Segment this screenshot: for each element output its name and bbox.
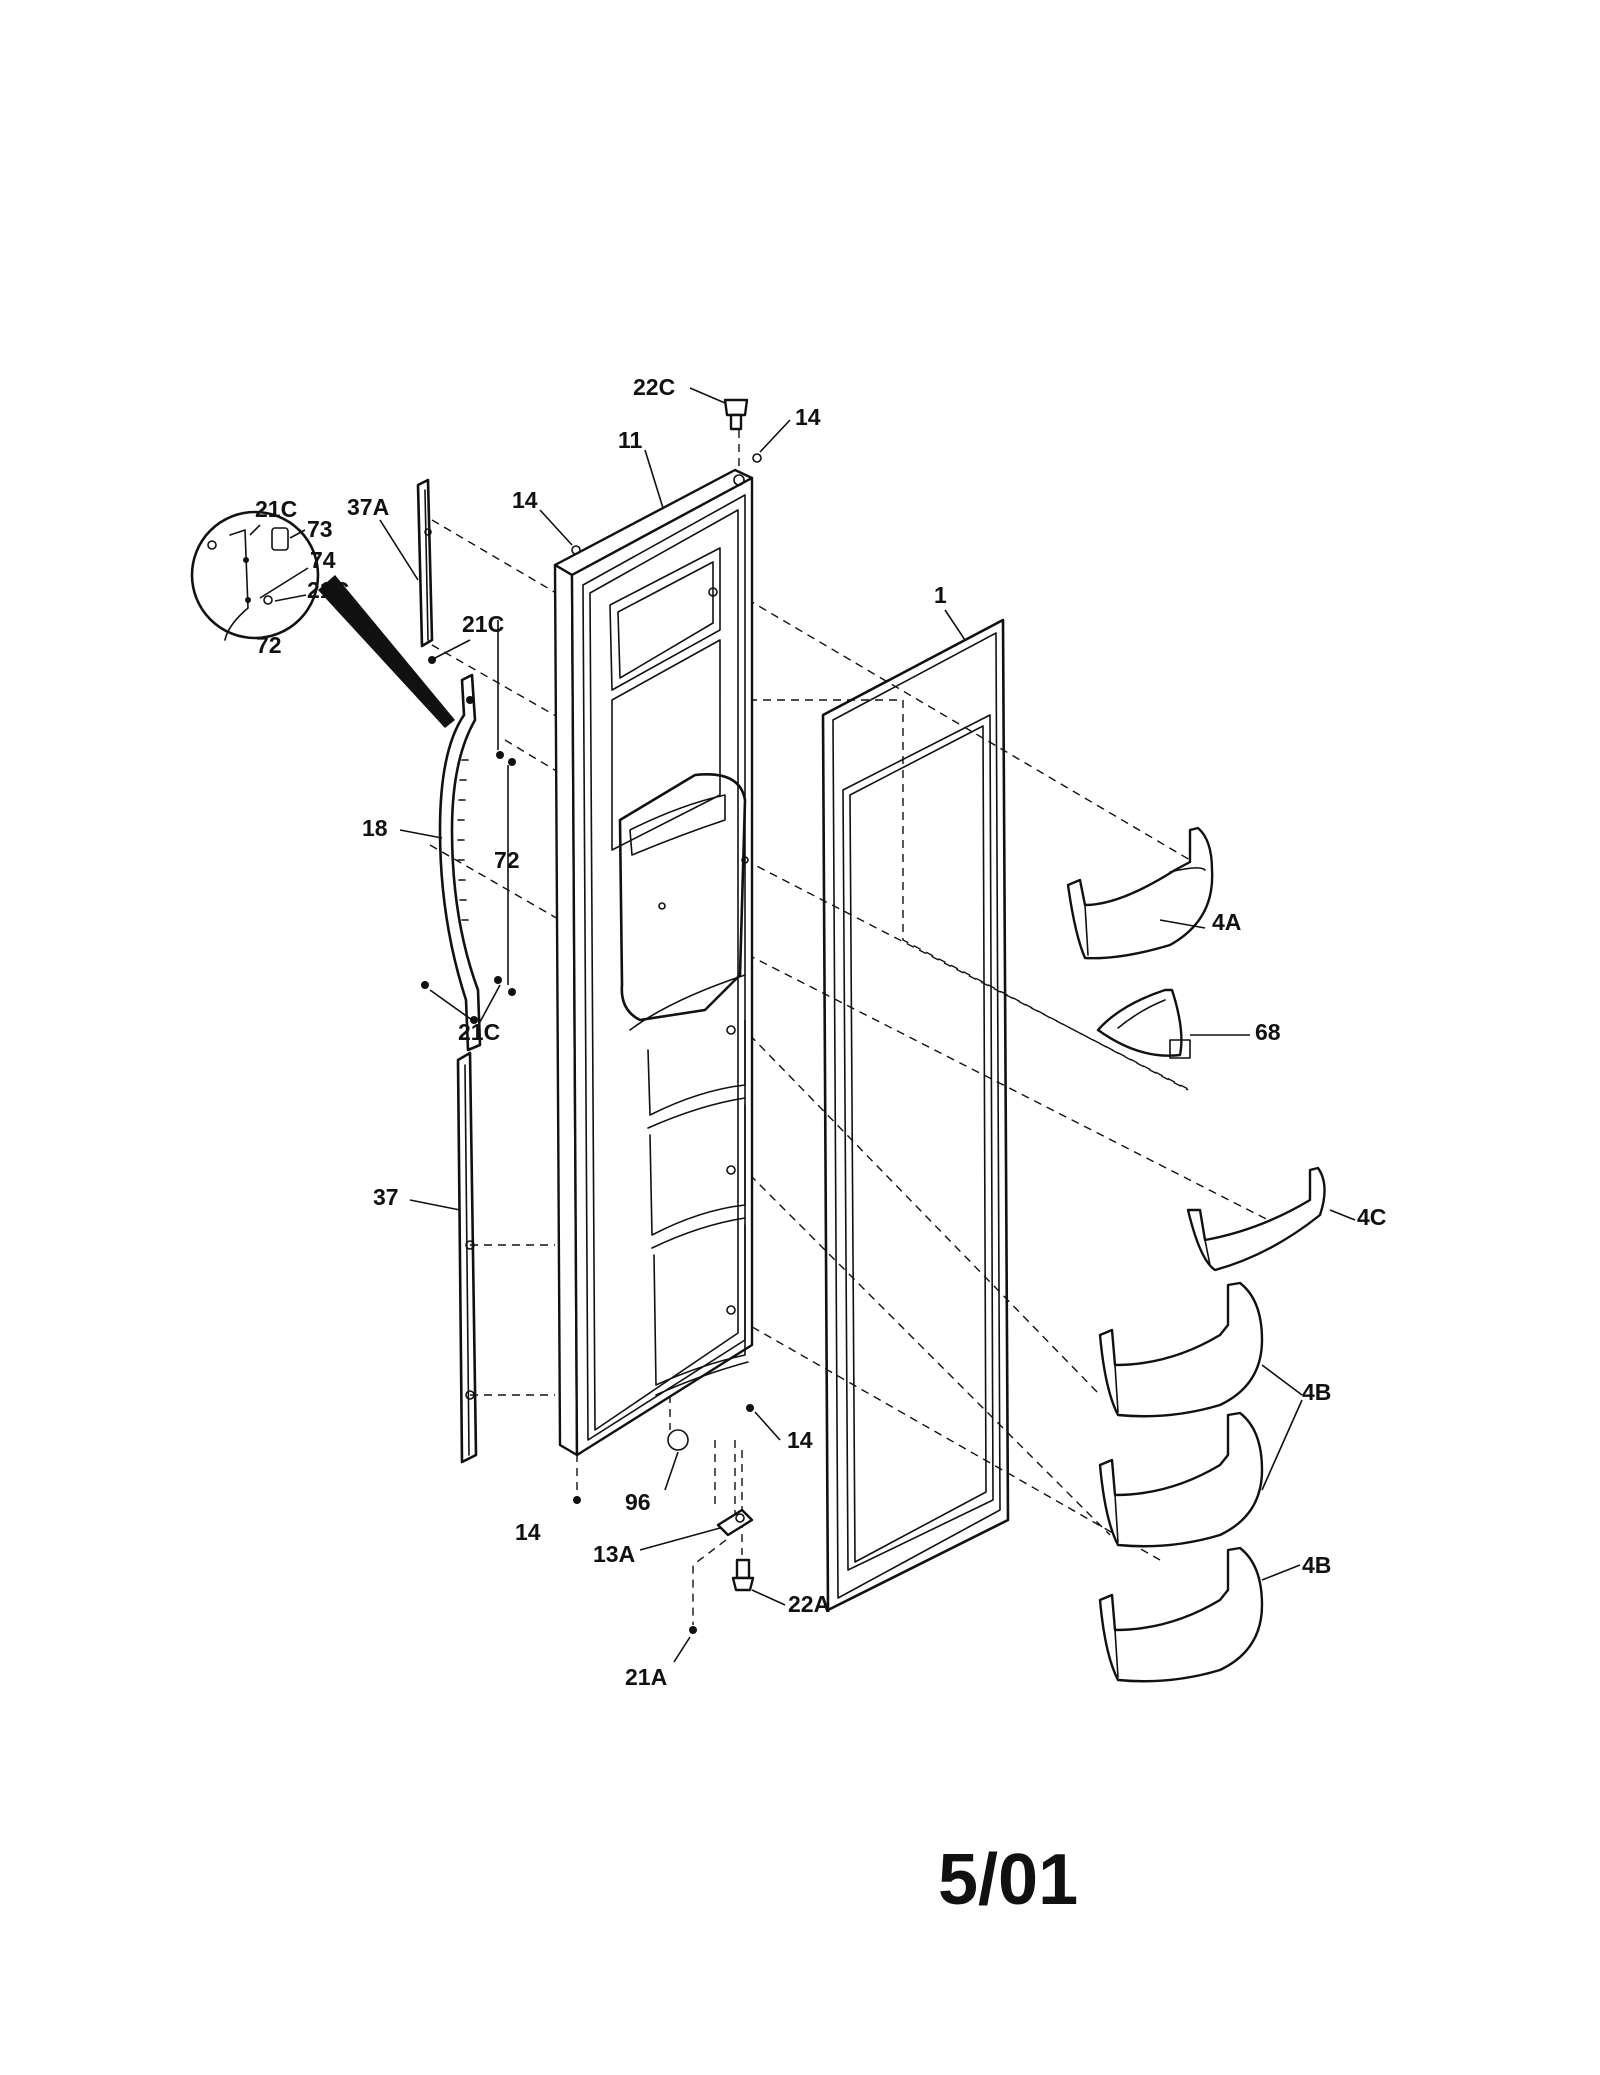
label-4A: 4A <box>1212 909 1241 935</box>
detail-inset-circle <box>190 510 455 728</box>
label-14-right-bottom: 14 <box>787 1427 813 1453</box>
label-72: 72 <box>494 847 520 873</box>
callout-leaders <box>379 387 1356 1663</box>
label-21C-lower: 21C <box>458 1019 500 1045</box>
label-4B-b: 4B <box>1302 1552 1331 1578</box>
label-74: 74 <box>310 547 336 573</box>
door-handle-18 <box>438 673 482 1052</box>
top-screw-14-b <box>752 453 762 463</box>
label-21C-inset-b: 21C <box>307 577 349 603</box>
label-21C-upper: 21C <box>462 611 504 637</box>
label-96: 96 <box>625 1489 651 1515</box>
bottom-screw-14-right <box>746 1404 754 1412</box>
egg-tray-68 <box>1096 988 1191 1059</box>
shelf-bin-4B-middle <box>1098 1411 1264 1548</box>
label-4B-a: 4B <box>1302 1379 1331 1405</box>
shelf-bin-4B-upper <box>1098 1281 1264 1418</box>
shelf-bin-4C <box>1186 1166 1326 1272</box>
label-68: 68 <box>1255 1019 1281 1045</box>
label-1: 1 <box>934 582 947 608</box>
label-21C-inset-a: 21C <box>255 496 297 522</box>
label-72-inset: 72 <box>256 632 282 658</box>
label-37: 37 <box>373 1184 399 1210</box>
handle-screws <box>421 620 516 996</box>
footer-date-code: 5/01 <box>938 1840 1078 1920</box>
callout-labels: 22C 14 11 14 37A 21C 73 74 21C 72 21C 1 … <box>255 374 1386 1690</box>
top-hinge-pin-22C <box>723 398 749 431</box>
label-73: 73 <box>307 516 333 542</box>
bottom-hinge-13A <box>716 1508 754 1537</box>
label-22C: 22C <box>633 374 675 400</box>
label-11: 11 <box>618 427 643 453</box>
top-screw-14-a <box>733 474 745 486</box>
label-14-left-bottom: 14 <box>515 1519 541 1545</box>
label-4C: 4C <box>1357 1204 1386 1230</box>
shelf-bin-4B-lower <box>1098 1546 1264 1683</box>
plug-96 <box>667 1429 689 1451</box>
label-13A: 13A <box>593 1541 635 1567</box>
label-21A: 21A <box>625 1664 667 1690</box>
trim-strip-37 <box>456 1051 478 1464</box>
label-14-left-top: 14 <box>512 487 538 513</box>
trim-strip-37A <box>416 478 434 648</box>
bottom-screw-21A <box>689 1626 697 1634</box>
bottom-screw-14-left <box>573 1496 581 1504</box>
top-left-screw-14 <box>571 545 581 555</box>
shelf-bin-4A <box>1066 826 1214 960</box>
door-outer-panel <box>553 468 754 1457</box>
label-22A: 22A <box>788 1591 830 1617</box>
label-14-top: 14 <box>795 404 821 430</box>
bottom-hinge-pin-22A <box>731 1558 755 1592</box>
door-gasket <box>821 618 1010 1612</box>
label-37A: 37A <box>347 494 389 520</box>
label-18: 18 <box>362 815 388 841</box>
